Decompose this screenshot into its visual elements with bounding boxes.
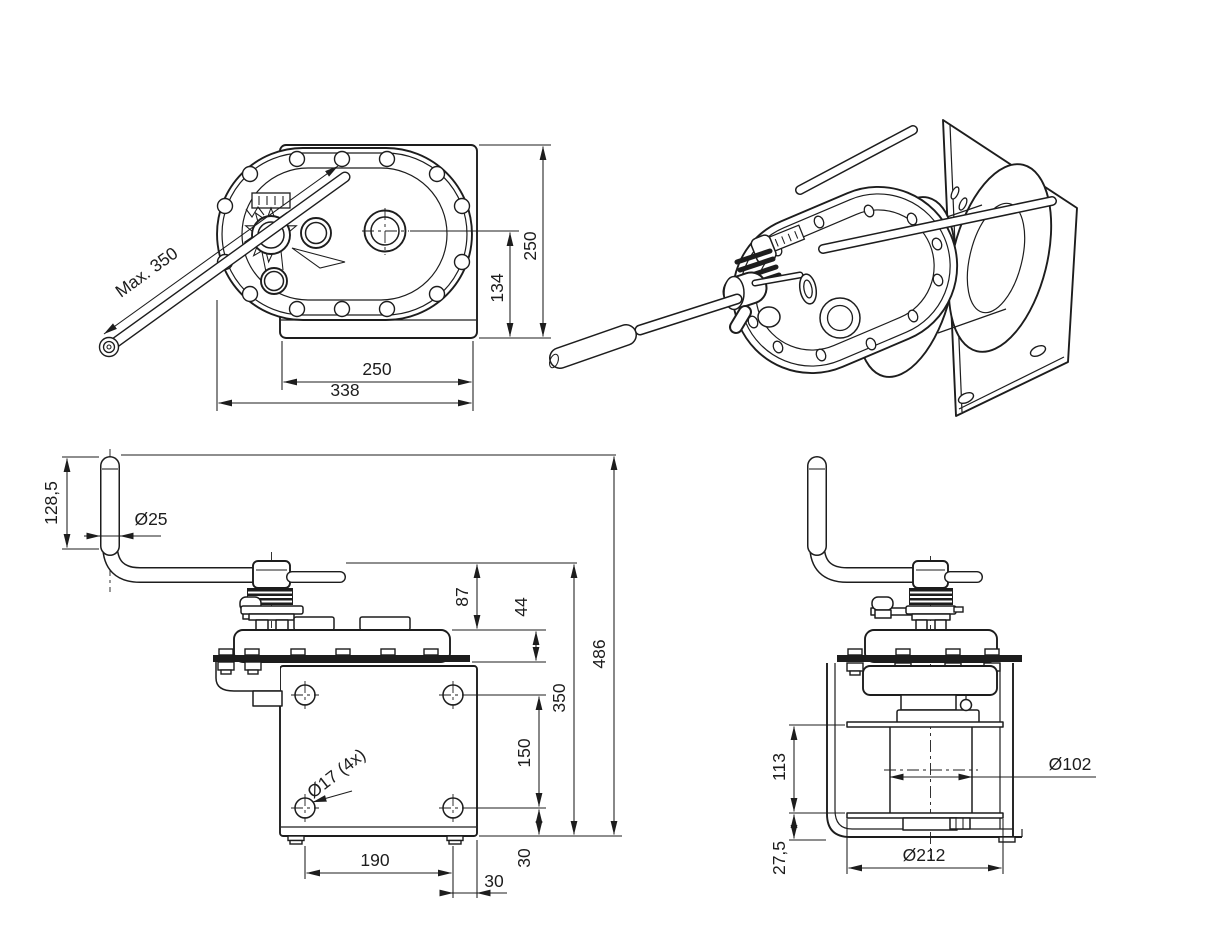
- drum-pawl-detail: [949, 817, 971, 830]
- front-mounting-holes: [291, 681, 467, 822]
- front-feet: [287, 835, 464, 845]
- front-crank-handle: [100, 456, 262, 583]
- iso-plate-hole: [957, 392, 975, 404]
- dim-flange-diameter: Ø212: [903, 845, 946, 865]
- front-flange-bolts: [217, 648, 439, 675]
- dim-grip-length: 128,5: [41, 481, 61, 525]
- iso-ratchet-assembly: [722, 234, 818, 334]
- front-hub: [252, 560, 291, 589]
- side-nut: [911, 613, 951, 621]
- side-pawl-knob: [871, 596, 894, 611]
- dim-hole-pitch-horizontal: 190: [360, 850, 389, 870]
- dim-drum-depth: 113: [769, 753, 789, 781]
- side-washer: [905, 605, 957, 615]
- dim-cover-to-flange: 44: [511, 597, 531, 617]
- front-ratchet-assembly: [239, 560, 346, 633]
- front-flange-bar: [213, 655, 470, 662]
- side-view: 113 27,5 Ø102 Ø212: [769, 456, 1096, 875]
- iso-second-boss: [757, 306, 781, 328]
- dim-base-offset: 30: [514, 848, 534, 868]
- dim-overall-height: 486: [589, 639, 609, 668]
- dim-axis-to-base: 134: [487, 273, 507, 302]
- dim-core-diameter: Ø102: [1049, 754, 1092, 774]
- front-washer: [240, 605, 304, 615]
- dim-axis-to-cover: 87: [452, 587, 472, 606]
- top-drum-shaft: [362, 208, 409, 255]
- front-nut: [248, 613, 295, 621]
- iso-plate-hole: [1029, 345, 1047, 357]
- side-crank-handle: [807, 456, 922, 583]
- dim-overall-width: 338: [330, 380, 359, 400]
- front-base-plate: [279, 665, 478, 837]
- top-view: Max. 350 250 134 250 338: [98, 144, 551, 411]
- dim-edge-offset: 30: [484, 871, 504, 891]
- grease-nipple: [959, 698, 973, 712]
- isometric-view: [549, 119, 1078, 417]
- side-frame: [826, 663, 1023, 843]
- dim-hole-pitch-vertical: 150: [514, 738, 534, 767]
- side-drum: [846, 721, 1004, 831]
- iso-grip-end: [549, 353, 559, 369]
- iso-tie-rod-front: [818, 196, 1057, 254]
- dim-plate-width: 250: [362, 359, 391, 379]
- dim-flange-to-base: 350: [549, 683, 569, 712]
- brand-plate: [251, 192, 291, 209]
- drum-flange-top: [846, 721, 1004, 728]
- dim-plate-height: 250: [520, 231, 540, 260]
- side-gearbox-body: [862, 665, 998, 724]
- dim-base-clearance: 27,5: [769, 841, 789, 875]
- side-ratchet-assembly: [870, 560, 983, 633]
- side-hub: [912, 560, 949, 589]
- dim-handle-max: Max. 350: [111, 243, 181, 302]
- side-view-dimensions: 113 27,5 Ø102 Ø212: [769, 724, 1096, 875]
- iso-crank-handle: [549, 293, 743, 369]
- dim-grip-diameter: Ø25: [134, 509, 167, 529]
- side-flange-bar: [837, 655, 1022, 662]
- front-view: 128,5 Ø25 87 44 150 30 350 486 Ø17 (4x): [41, 449, 622, 898]
- iso-tie-rod-top: [795, 125, 918, 195]
